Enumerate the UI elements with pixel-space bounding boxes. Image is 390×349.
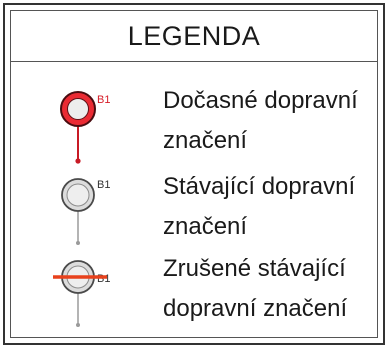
sign-code-label: B1: [97, 273, 110, 285]
legend-header: LEGENDA: [11, 11, 377, 62]
legend-item-label-line-1: Stávající dopravní: [163, 173, 356, 200]
existing-traffic-sign-icon: B1: [49, 165, 139, 251]
legend-title: LEGENDA: [127, 21, 261, 51]
legend-box: LEGENDA B1 Dočasné dopravní značení: [3, 3, 385, 345]
legend-item-label-line-2: značení: [163, 127, 248, 154]
legend-item-label: Stávající dopravní značení: [163, 167, 378, 247]
cancelled-traffic-sign-icon: B1: [49, 247, 139, 333]
legend-item-label: Zrušené stávající dopravní značení: [163, 249, 378, 329]
legend-item-label-line-2: značení: [163, 213, 248, 240]
legend-item-cancelled: B1 Zrušené stávající dopravní značení: [11, 247, 377, 333]
sign-code-label: B1: [97, 94, 110, 106]
legend-item-label-line-1: Zrušené stávající: [163, 255, 346, 282]
legend-item-label: Dočasné dopravní značení: [163, 81, 378, 161]
legend-item-existing: B1 Stávající dopravní značení: [11, 165, 377, 251]
legend-item-temporary: B1 Dočasné dopravní značení: [11, 79, 377, 165]
legend-item-label-line-2: dopravní značení: [163, 295, 348, 322]
sign-code-label: B1: [97, 179, 110, 191]
legend-item-label-line-1: Dočasné dopravní: [163, 87, 358, 114]
temporary-traffic-sign-icon: B1: [49, 79, 139, 165]
legend-inner-frame: LEGENDA B1 Dočasné dopravní značení: [10, 10, 378, 338]
